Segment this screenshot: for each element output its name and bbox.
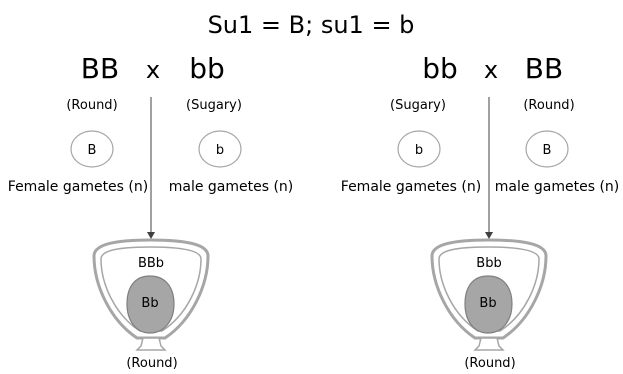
male-phenotype: (Sugary) [186,98,242,113]
male-genotype: bb [189,52,225,85]
female-phenotype: (Round) [66,98,117,113]
male-phenotype: (Round) [523,98,574,113]
seed: BBb Bb [92,238,210,351]
female-genotype: BB [81,52,119,85]
endosperm-genotype: Bbb [476,256,501,271]
female-gamete-circle [70,130,114,168]
cross-left: BB x bb (Round) (Sugary) B b Female game… [8,52,293,371]
diagram-title: Su1 = B; su1 = b [208,11,415,39]
seed-phenotype: (Round) [126,356,177,371]
seed-pedicel [473,337,505,351]
female-gametes-label: Female gametes (n) [8,179,148,195]
male-gamete-circle [198,130,242,168]
cross-right: bb x BB (Sugary) (Round) b B Female game… [341,52,619,371]
male-gamete-circle [525,130,569,168]
seed-pedicel [135,337,167,351]
cross-symbol: x [146,56,160,84]
embryo-genotype: Bb [479,296,496,311]
female-gametes-label: Female gametes (n) [341,179,481,195]
male-genotype: BB [525,52,563,85]
embryo [464,275,513,334]
female-gamete: b [415,143,423,158]
endosperm-genotype: BBb [138,256,164,271]
cross-symbol: x [484,56,498,84]
male-gametes-label: male gametes (n) [495,179,620,195]
female-gamete: B [88,143,97,158]
male-gamete: B [543,143,552,158]
male-gamete: b [216,143,224,158]
embryo-genotype: Bb [141,296,158,311]
female-gamete-circle [397,130,441,168]
embryo [126,275,175,334]
seed: Bbb Bb [430,238,548,351]
male-gametes-label: male gametes (n) [169,179,294,195]
female-phenotype: (Sugary) [390,98,446,113]
female-genotype: bb [422,52,458,85]
seed-phenotype: (Round) [464,356,515,371]
